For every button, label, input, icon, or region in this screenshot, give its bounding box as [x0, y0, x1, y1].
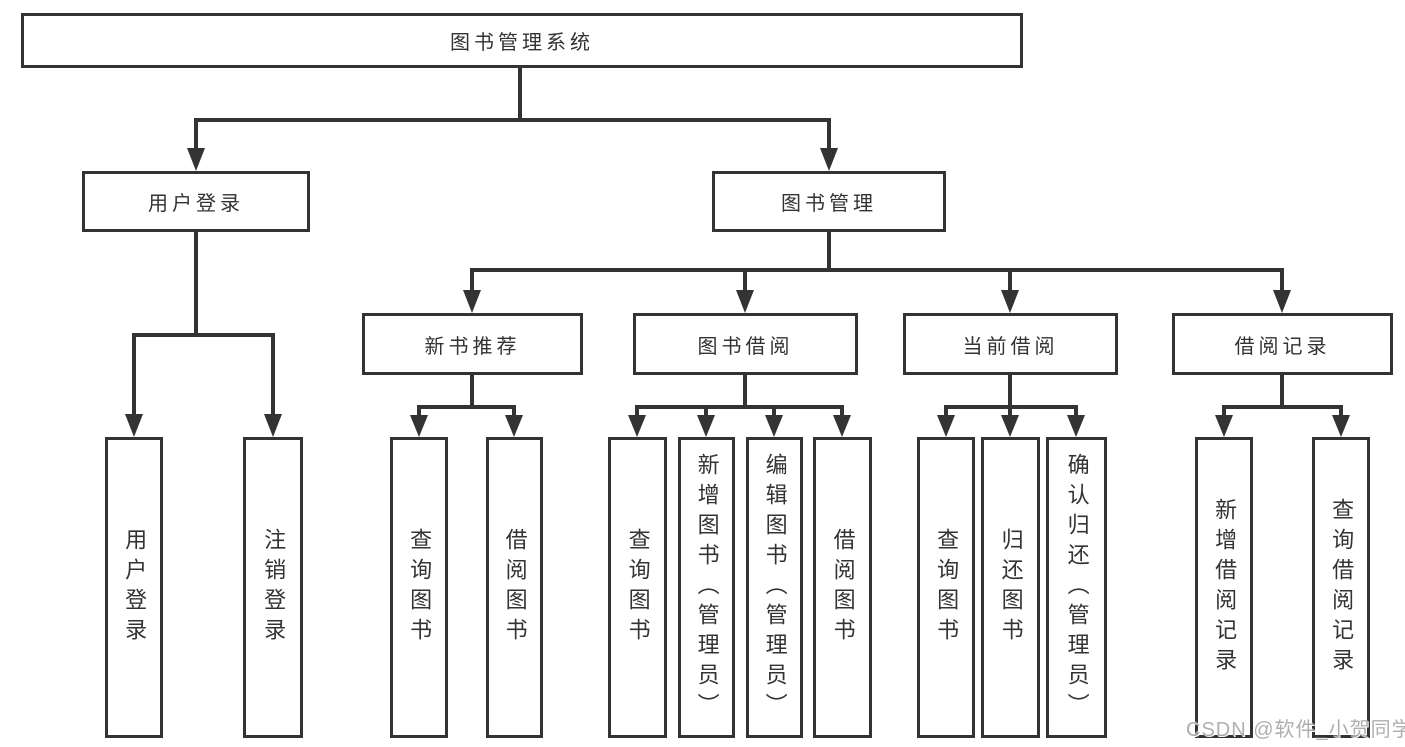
node-current-borrow-label: 当前借阅 — [962, 335, 1059, 358]
leaf-borrow-add-book: 新增图书（管理员） — [678, 437, 735, 738]
leaf-current-confirm-return: 确认归还（管理员） — [1046, 437, 1107, 738]
leaf-newbook-borrow-label: 借阅图书 — [502, 527, 528, 648]
node-new-book-recommend: 新书推荐 — [362, 313, 583, 375]
node-book-management: 图书管理 — [712, 171, 946, 232]
leaf-newbook-borrow: 借阅图书 — [486, 437, 543, 738]
leaf-user-login: 用户登录 — [105, 437, 163, 738]
leaf-current-return-label: 归还图书 — [998, 527, 1024, 648]
leaf-record-add: 新增借阅记录 — [1195, 437, 1253, 738]
leaf-current-query: 查询图书 — [917, 437, 975, 738]
leaf-borrow-query-label: 查询图书 — [625, 527, 651, 648]
leaf-newbook-query: 查询图书 — [390, 437, 448, 738]
leaf-borrow-query: 查询图书 — [608, 437, 667, 738]
node-user-login: 用户登录 — [82, 171, 310, 232]
leaf-record-add-label: 新增借阅记录 — [1212, 497, 1238, 678]
node-book-management-label: 图书管理 — [781, 193, 877, 215]
leaf-logout: 注销登录 — [243, 437, 303, 738]
leaf-borrow-add-book-label: 新增图书（管理员） — [694, 452, 720, 723]
leaf-current-query-label: 查询图书 — [934, 527, 960, 648]
leaf-borrow-edit-book-label: 编辑图书（管理员） — [762, 452, 788, 723]
node-root-label: 图书管理系统 — [450, 32, 594, 54]
node-current-borrow: 当前借阅 — [903, 313, 1118, 375]
leaf-record-query-label: 查询借阅记录 — [1329, 497, 1355, 678]
node-borrow-record: 借阅记录 — [1172, 313, 1393, 375]
node-root-system: 图书管理系统 — [21, 13, 1023, 68]
leaf-logout-label: 注销登录 — [261, 527, 287, 648]
leaf-borrow-borrow-book: 借阅图书 — [813, 437, 872, 738]
node-book-borrow: 图书借阅 — [633, 313, 858, 375]
leaf-newbook-query-label: 查询图书 — [407, 527, 433, 648]
node-user-login-label: 用户登录 — [148, 193, 244, 215]
node-new-book-recommend-label: 新书推荐 — [424, 335, 521, 358]
leaf-user-login-label: 用户登录 — [122, 527, 148, 648]
node-book-borrow-label: 图书借阅 — [697, 335, 794, 358]
node-borrow-record-label: 借阅记录 — [1234, 335, 1331, 358]
csdn-watermark: CSDN @软件_小贺同学 — [1186, 719, 1405, 741]
leaf-borrow-edit-book: 编辑图书（管理员） — [746, 437, 803, 738]
leaf-borrow-borrow-book-label: 借阅图书 — [830, 527, 856, 648]
leaf-record-query: 查询借阅记录 — [1312, 437, 1370, 738]
leaf-current-confirm-return-label: 确认归还（管理员） — [1064, 452, 1090, 723]
leaf-current-return: 归还图书 — [981, 437, 1040, 738]
